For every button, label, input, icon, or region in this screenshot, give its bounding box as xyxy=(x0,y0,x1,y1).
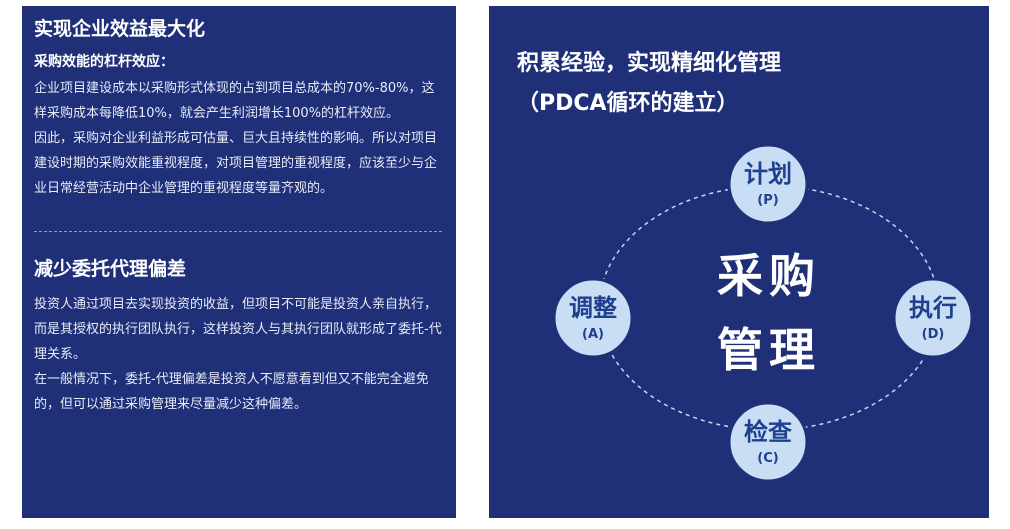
node-act-label: 调整 xyxy=(569,294,617,322)
section1-paragraph-1: 企业项目建设成本以采购形式体现的占到项目总成本的70%-80%，这样采购成本每降… xyxy=(34,81,435,121)
node-do-label: 执行 xyxy=(909,294,957,322)
section1-subtitle: 采购效能的杠杆效应： xyxy=(34,54,174,70)
section2-paragraph-1: 投资人通过项目去实现投资的收益，但项目不可能是投资人亲自执行，而是其授权的执行团… xyxy=(34,297,442,362)
section1-paragraph-2: 因此，采购对企业利益形成可估量、巨大且持续性的影响。所以对项目建设时期的采购效能… xyxy=(34,131,438,196)
section1-title: 实现企业效益最大化 xyxy=(34,18,206,40)
node-check-label: 检查 xyxy=(744,418,792,446)
section2-title: 减少委托代理偏差 xyxy=(34,258,187,280)
node-act-code: (A) xyxy=(582,327,604,342)
section2-paragraph-2: 在一般情况下，委托-代理偏差是投资人不愿意看到但又不能完全避免的，但可以通过采购… xyxy=(34,372,429,412)
pdca-title: 积累经验，实现精细化管理 （PDCA循环的建立） xyxy=(517,44,781,124)
node-act: 调整 (A) xyxy=(552,277,634,359)
node-plan: 计划 (P) xyxy=(727,143,809,225)
node-do-code: (D) xyxy=(922,327,945,342)
node-do: 执行 (D) xyxy=(892,277,974,359)
center-label-line2: 管理 xyxy=(717,323,821,377)
center-label-line1: 采购 xyxy=(717,249,821,303)
pdca-cycle-diagram: 采购 管理 计划 (P) 执行 (D) 检查 (C) 调整 (A) xyxy=(552,143,974,483)
pdca-title-line2: （PDCA循环的建立） xyxy=(517,91,739,116)
right-panel: 积累经验，实现精细化管理 （PDCA循环的建立） 采购 管理 计划 (P) 执行… xyxy=(489,6,989,518)
node-check: 检查 (C) xyxy=(727,401,809,483)
node-check-code: (C) xyxy=(757,451,778,466)
node-plan-code: (P) xyxy=(757,193,778,208)
section-divider xyxy=(34,231,442,232)
pdca-title-line1: 积累经验，实现精细化管理 xyxy=(517,51,782,76)
left-panel: 实现企业效益最大化 采购效能的杠杆效应： 企业项目建设成本以采购形式体现的占到项… xyxy=(22,6,456,518)
node-plan-label: 计划 xyxy=(744,160,792,188)
